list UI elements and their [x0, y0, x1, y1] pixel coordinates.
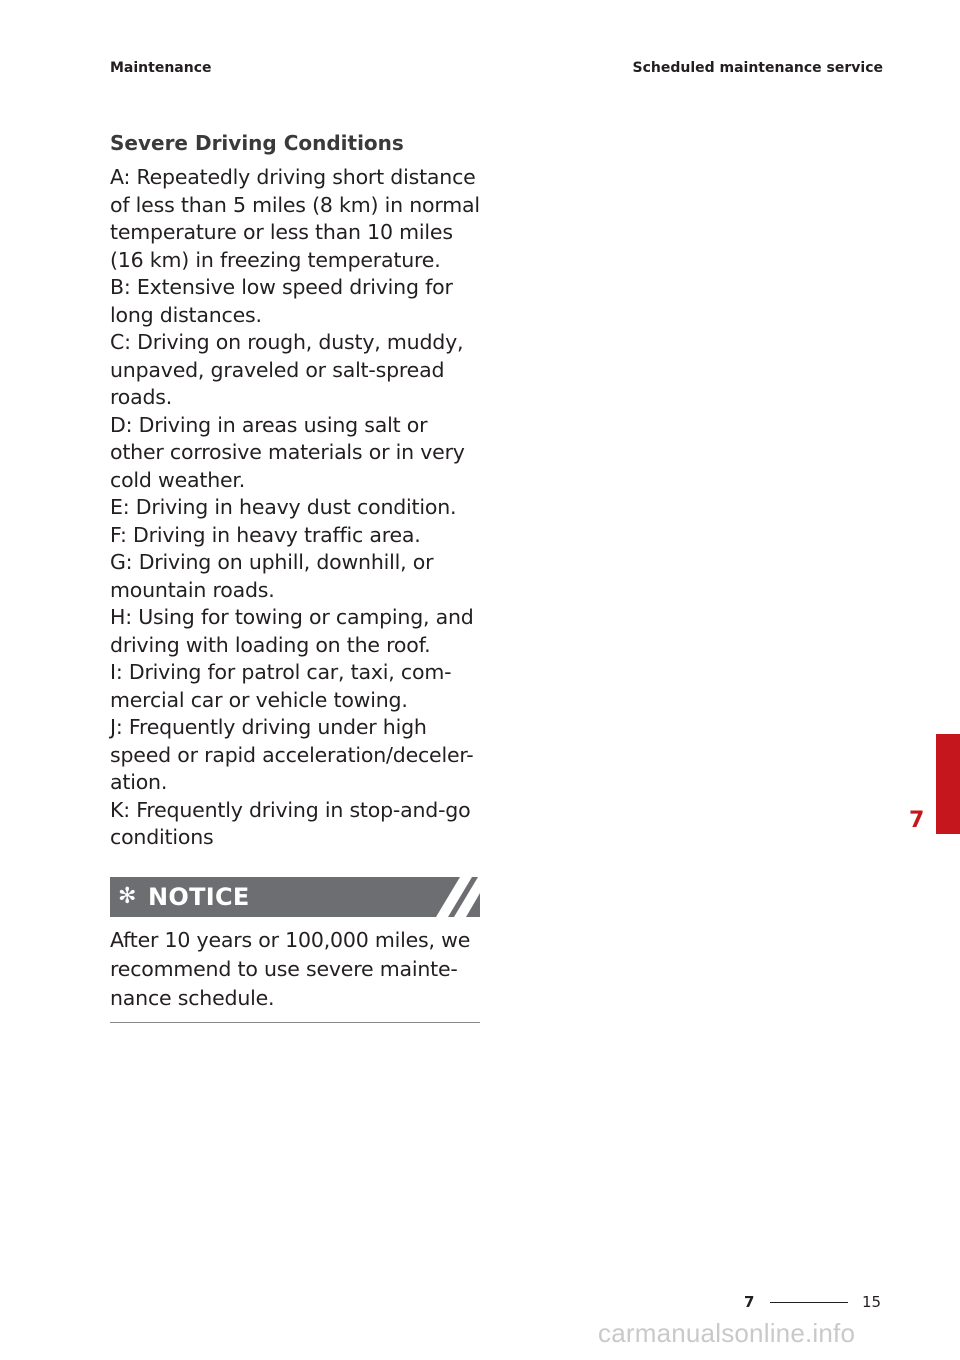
conditions-list: A: Repeatedly driving short distance of …: [110, 164, 482, 852]
watermark: carmanualsonline.info: [598, 1318, 856, 1348]
diagonal-stripes-icon: [436, 877, 480, 917]
conditions-line: temperature or less than 10 miles: [110, 220, 453, 244]
conditions-line: speed or rapid acceleration/deceler-: [110, 742, 474, 767]
conditions-line: long distances.: [110, 302, 262, 327]
conditions-line: C: Driving on rough, dusty, muddy,: [110, 330, 464, 354]
conditions-line: (16 km) in freezing temperature.: [110, 247, 441, 272]
chapter-tab: [936, 734, 960, 834]
notice-line: After 10 years or 100,000 miles, we: [110, 928, 471, 952]
conditions-line: mercial car or vehicle towing.: [110, 687, 408, 712]
conditions-line: G: Driving on uphill, downhill, or: [110, 550, 434, 574]
section-end-divider: [110, 1022, 480, 1023]
conditions-line: conditions: [110, 825, 214, 849]
notice-banner: ✻ NOTICE: [110, 877, 480, 917]
conditions-line: F: Driving in heavy traffic area.: [110, 522, 421, 547]
conditions-line: driving with loading on the roof.: [110, 632, 431, 657]
conditions-line: J: Frequently driving under high: [110, 715, 427, 739]
notice-line: nance schedule.: [110, 986, 275, 1010]
conditions-line: of less than 5 miles (8 km) in normal: [110, 192, 480, 217]
conditions-line: unpaved, graveled or salt-spread: [110, 357, 445, 382]
conditions-line: mountain roads.: [110, 577, 275, 602]
conditions-line: E: Driving in heavy dust condition.: [110, 495, 457, 519]
conditions-line: other corrosive materials or in very: [110, 440, 465, 464]
asterisk-icon: ✻: [118, 884, 137, 909]
section-title: Severe Driving Conditions: [110, 131, 404, 155]
conditions-line: H: Using for towing or camping, and: [110, 605, 474, 629]
footer-page-number: 15: [862, 1293, 882, 1311]
notice-body: After 10 years or 100,000 miles, we reco…: [110, 926, 482, 1013]
notice-label: NOTICE: [148, 883, 250, 911]
chapter-tab-number: 7: [909, 808, 925, 833]
conditions-line: A: Repeatedly driving short distance: [110, 165, 476, 189]
conditions-line: I: Driving for patrol car, taxi, com-: [110, 660, 452, 684]
conditions-line: roads.: [110, 385, 173, 409]
conditions-line: B: Extensive low speed driving for: [110, 275, 453, 299]
footer-chapter-number: 7: [744, 1293, 755, 1311]
conditions-line: K: Frequently driving in stop-and-go: [110, 797, 471, 822]
conditions-line: ation.: [110, 770, 168, 794]
conditions-line: D: Driving in areas using salt or: [110, 412, 428, 437]
notice-line: recommend to use severe mainte-: [110, 957, 458, 981]
footer-divider: [770, 1302, 848, 1303]
header-topic-name: Scheduled maintenance service: [632, 60, 883, 76]
conditions-line: cold weather.: [110, 467, 246, 492]
header-section-name: Maintenance: [110, 60, 212, 76]
